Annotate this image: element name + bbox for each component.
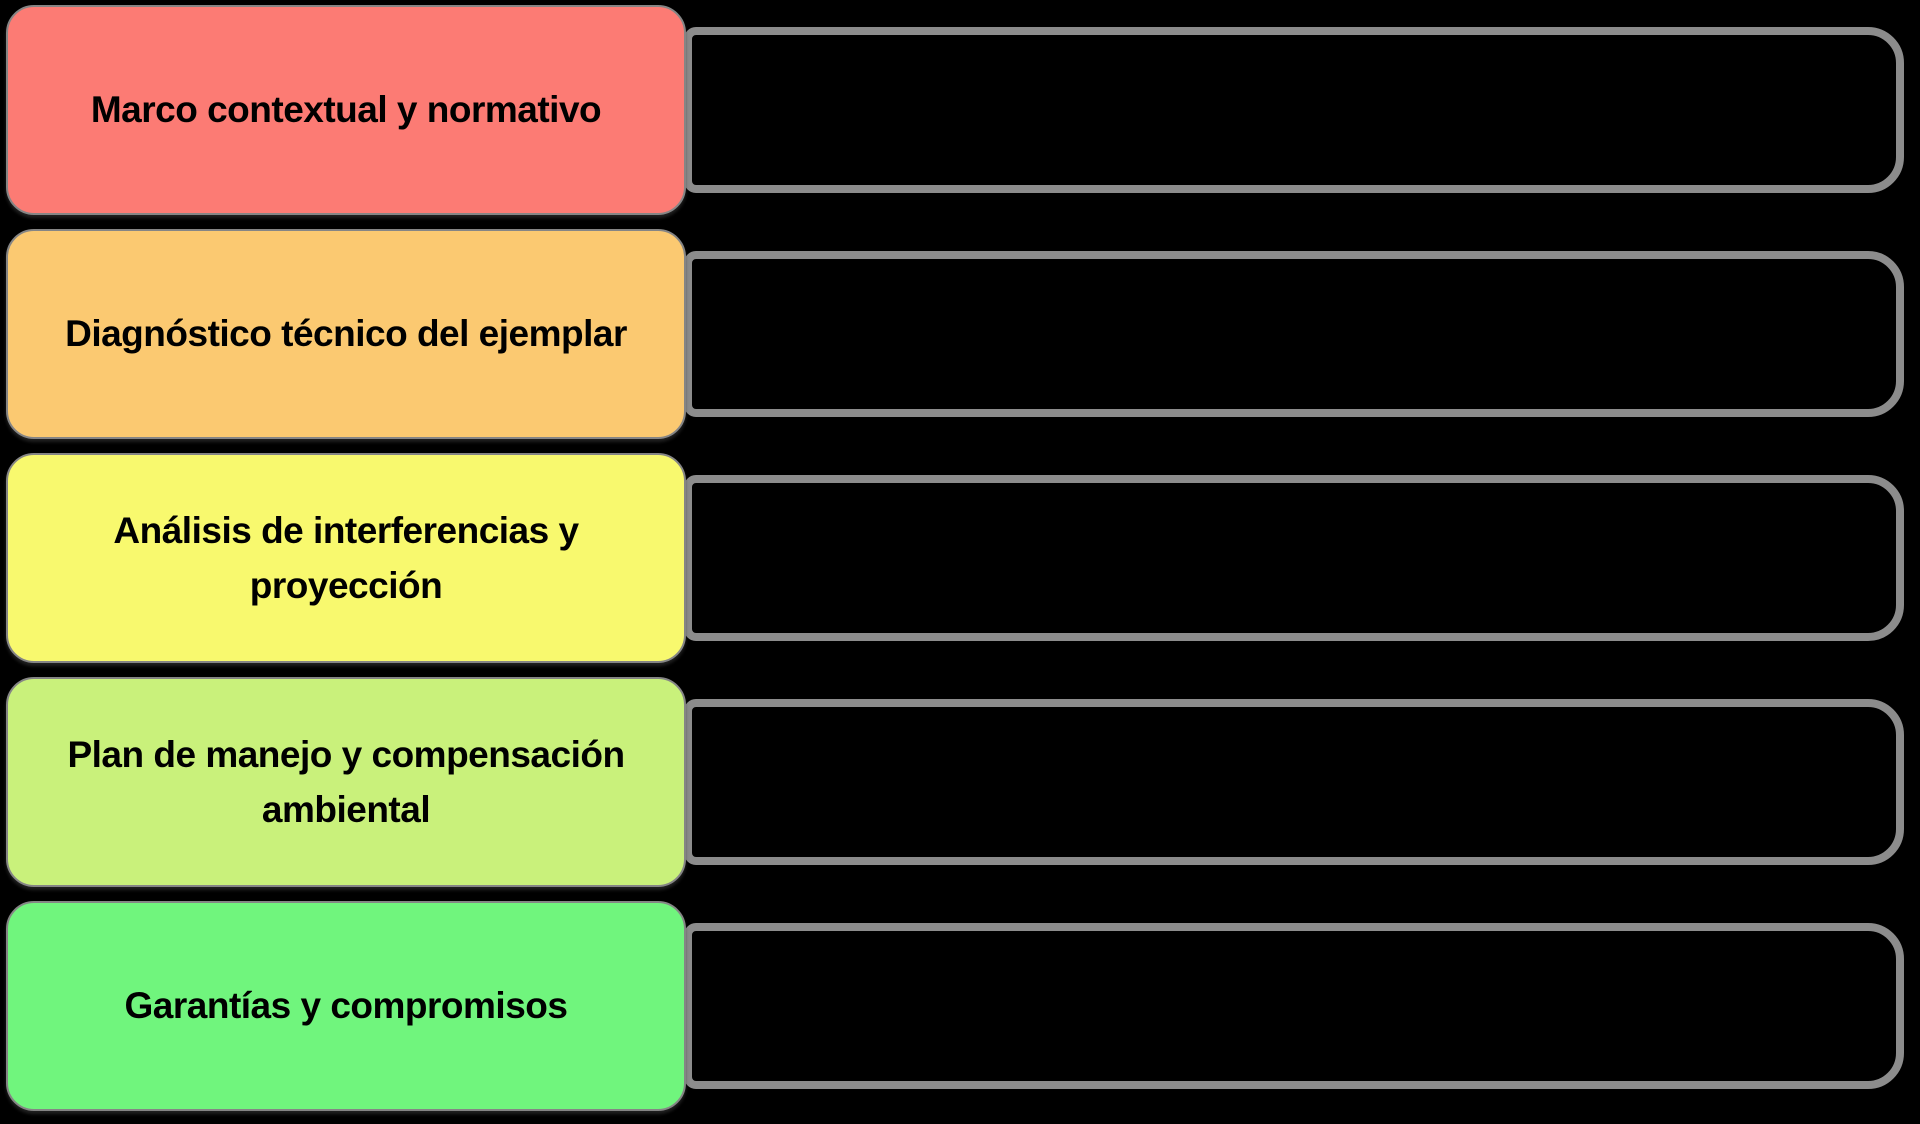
stage-label: Garantías y compromisos: [124, 985, 568, 1027]
stage-box-analisis-interferencias: Análisis de interferencias y proyección: [6, 453, 686, 663]
content-panel-5: [684, 923, 1904, 1089]
stage-label: Plan de manejo y compensación ambiental: [67, 733, 625, 831]
stage-label: Análisis de interferencias y proyección: [113, 509, 579, 607]
stage-label: Marco contextual y normativo: [90, 89, 602, 131]
diagram-row: Marco contextual y normativo: [0, 5, 1920, 215]
stage-box-marco-contextual: Marco contextual y normativo: [6, 5, 686, 215]
diagram-row: Garantías y compromisos: [0, 901, 1920, 1111]
diagram-row: Diagnóstico técnico del ejemplar: [0, 229, 1920, 439]
content-panel-2: [684, 251, 1904, 417]
content-panel-4: [684, 699, 1904, 865]
stage-box-diagnostico-tecnico: Diagnóstico técnico del ejemplar: [6, 229, 686, 439]
content-panel-1: [684, 27, 1904, 193]
stage-box-plan-manejo: Plan de manejo y compensación ambiental: [6, 677, 686, 887]
diagram-row: Plan de manejo y compensación ambiental: [0, 677, 1920, 887]
diagram-row: Análisis de interferencias y proyección: [0, 453, 1920, 663]
content-panel-3: [684, 475, 1904, 641]
stage-label: Diagnóstico técnico del ejemplar: [65, 313, 627, 355]
stage-box-garantias: Garantías y compromisos: [6, 901, 686, 1111]
